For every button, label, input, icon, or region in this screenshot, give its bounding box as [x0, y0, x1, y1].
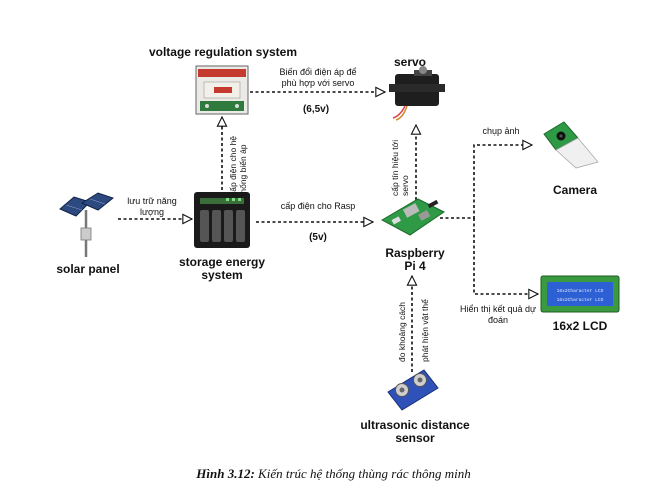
label-show-result: Hiển thị kết quả dự đoán [459, 304, 537, 325]
camera-image [543, 121, 599, 169]
label-power-rasp: cấp điện cho Rasp [280, 201, 356, 211]
label-detect-object: phát hiện vật thể [420, 299, 430, 362]
ultrasonic-sensor-image [387, 369, 439, 411]
arrow-raspberry-to-camera [440, 145, 532, 219]
title-solar-panel: solar panel [56, 262, 120, 276]
title-camera: Camera [552, 183, 598, 197]
lcd-line-2: 16x2Character LCD [557, 297, 604, 303]
lcd-line-1: 16x2Character LCD [557, 288, 604, 294]
voltage-regulator-image [195, 65, 249, 115]
title-servo: servo [393, 55, 427, 69]
label-store-energy: lưu trữ năng lượng [127, 196, 177, 217]
label-servo-signal: cấp tín hiệu tới servo [390, 139, 410, 196]
arrow-raspberry-to-lcd [473, 218, 538, 294]
raspberry-pi-image [380, 198, 445, 236]
label-voltage-convert: Biến đổi điện áp để phù hợp với servo [279, 67, 357, 88]
solar-panel-image [59, 192, 115, 257]
title-lcd: 16x2 LCD [552, 319, 608, 333]
caption-number: Hình 3.12: [196, 466, 255, 481]
title-storage-energy: storage energy system [178, 255, 266, 282]
servo-image [389, 66, 445, 121]
label-take-photo: chụp ảnh [482, 126, 520, 136]
title-voltage-regulation: voltage regulation system [148, 45, 298, 59]
label-servo-voltage: (6,5v) [302, 104, 330, 115]
figure-caption: Hình 3.12: Kiến trúc hệ thống thùng rác … [0, 466, 667, 482]
label-power-regulator: cấp điện cho hệ thống biến áp [228, 135, 248, 196]
title-ultrasonic: ultrasonic distance sensor [360, 418, 470, 445]
caption-text: Kiến trúc hệ thống thùng rác thông minh [258, 466, 471, 481]
title-raspberry-pi: Raspberry Pi 4 [385, 246, 445, 273]
lcd-image: 16x2Character LCD 16x2Character LCD [540, 275, 620, 313]
label-distance-measure: đo khoảng cách [397, 301, 407, 362]
label-rasp-voltage: (5v) [309, 232, 327, 243]
storage-battery-image [194, 192, 250, 248]
